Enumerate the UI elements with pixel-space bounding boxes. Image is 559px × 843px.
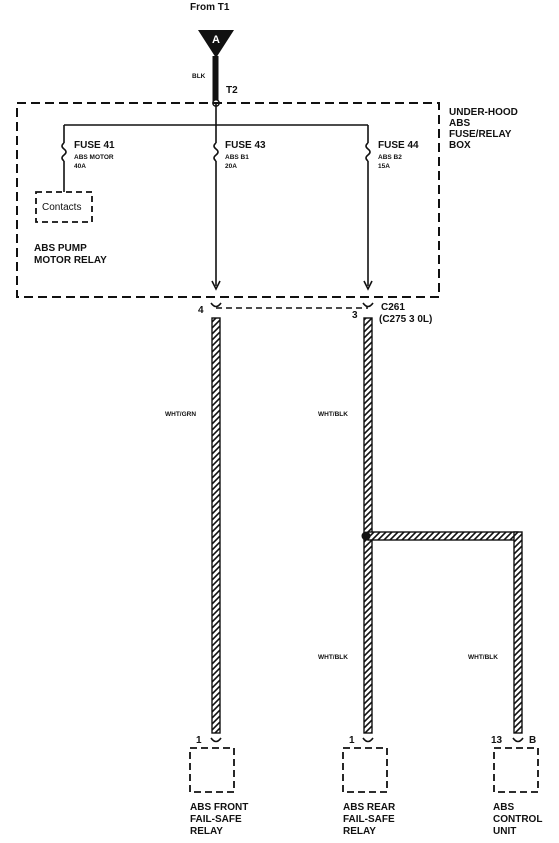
box-label-line3: FUSE/RELAY <box>449 129 512 140</box>
fuse-44-rating: 15A <box>378 163 390 170</box>
fuse-44: FUSE 44 ABS B2 15A <box>363 125 419 291</box>
rear-relay-pin: 1 <box>349 735 355 746</box>
blk-wire <box>212 56 219 102</box>
fuse-44-symbol-icon <box>365 142 371 162</box>
fuse-44-name: FUSE 44 <box>378 140 419 151</box>
front-relay-pin-icon <box>210 737 222 743</box>
splice-dot <box>361 531 371 541</box>
fuse-41-name: FUSE 41 <box>74 140 115 151</box>
rear-relay-line2: FAIL-SAFE <box>343 814 395 825</box>
fuse-43-symbol-icon <box>213 142 219 162</box>
fuse-43-rating: 20A <box>225 163 237 170</box>
abs-pump-motor-relay: Contacts ABS PUMP MOTOR RELAY <box>34 191 107 266</box>
control-unit-line3: UNIT <box>493 826 516 837</box>
control-unit-outline <box>493 747 539 793</box>
front-relay-line2: FAIL-SAFE <box>190 814 242 825</box>
front-relay-line1: ABS FRONT <box>190 802 248 813</box>
connector-alt: (C275 3 0L) <box>379 314 432 325</box>
control-unit-pin-icon <box>512 737 524 743</box>
front-relay-line3: RELAY <box>190 826 223 837</box>
control-unit-line1: ABS <box>493 802 514 813</box>
control-unit-pin2: B <box>529 735 536 746</box>
rear-relay-outline <box>342 747 388 793</box>
connector-pin4-icon <box>210 302 222 308</box>
wire-left-label: WHT/GRN <box>165 411 196 418</box>
blk-wire-label: BLK <box>192 73 206 80</box>
control-unit-pin: 13 <box>491 735 503 746</box>
connector-c261: 4 3 C261 (C275 3 0L) <box>198 302 432 325</box>
connector-a-triangle-icon: A <box>198 30 234 58</box>
from-t1-label: From T1 <box>190 2 230 13</box>
fuse-41-rating: 40A <box>74 163 86 170</box>
fuse-44-circuit: ABS B2 <box>378 154 402 161</box>
wire-wht-blk <box>363 317 373 734</box>
box-label: UNDER-HOOD ABS FUSE/RELAY BOX <box>449 107 518 151</box>
connector-name: C261 <box>381 302 405 313</box>
abs-rear-fail-safe-relay: 1 ABS REAR FAIL-SAFE RELAY <box>342 735 396 837</box>
fuse-41-circuit: ABS MOTOR <box>74 154 114 161</box>
fuse-43-name: FUSE 43 <box>225 140 266 151</box>
connector-pin-right: 3 <box>352 310 358 321</box>
relay-name-line1: ABS PUMP <box>34 243 87 254</box>
fuse-43: FUSE 43 ABS B1 20A <box>211 125 266 291</box>
fuse-43-circuit: ABS B1 <box>225 154 249 161</box>
fuse-43-arrow-icon <box>211 280 221 291</box>
wire-branch-vertical <box>513 531 523 734</box>
abs-control-unit: 13 B ABS CONTROL UNIT <box>491 735 542 837</box>
wire-wht-grn <box>211 317 221 734</box>
rear-relay-pin-icon <box>362 737 374 743</box>
box-label-line2: ABS <box>449 118 470 129</box>
connector-a-letter: A <box>212 34 220 46</box>
connector-pin3-icon <box>362 302 374 308</box>
rear-relay-line1: ABS REAR <box>343 802 396 813</box>
relay-name-line2: MOTOR RELAY <box>34 255 107 266</box>
box-label-line1: UNDER-HOOD <box>449 107 518 118</box>
connector-pin-left: 4 <box>198 305 204 316</box>
fuse-41: FUSE 41 ABS MOTOR 40A <box>61 125 115 192</box>
wire-right-label: WHT/BLK <box>318 411 348 418</box>
fuse-44-arrow-icon <box>363 280 373 291</box>
relay-outline <box>35 191 93 223</box>
wire-branch-horizontal <box>367 531 519 541</box>
fuse-41-symbol-icon <box>61 142 67 162</box>
abs-front-fail-safe-relay: 1 ABS FRONT FAIL-SAFE RELAY <box>189 735 248 837</box>
fuse-relay-box-outline <box>16 102 440 298</box>
relay-contacts-label: Contacts <box>42 202 81 213</box>
box-label-line4: BOX <box>449 140 471 151</box>
rear-relay-line3: RELAY <box>343 826 376 837</box>
terminal-t2-label: T2 <box>226 85 238 96</box>
front-relay-pin: 1 <box>196 735 202 746</box>
wire-branch-left-label: WHT/BLK <box>318 654 348 661</box>
wire-branch-right-label: WHT/BLK <box>468 654 498 661</box>
front-relay-outline <box>189 747 235 793</box>
control-unit-line2: CONTROL <box>493 814 542 825</box>
